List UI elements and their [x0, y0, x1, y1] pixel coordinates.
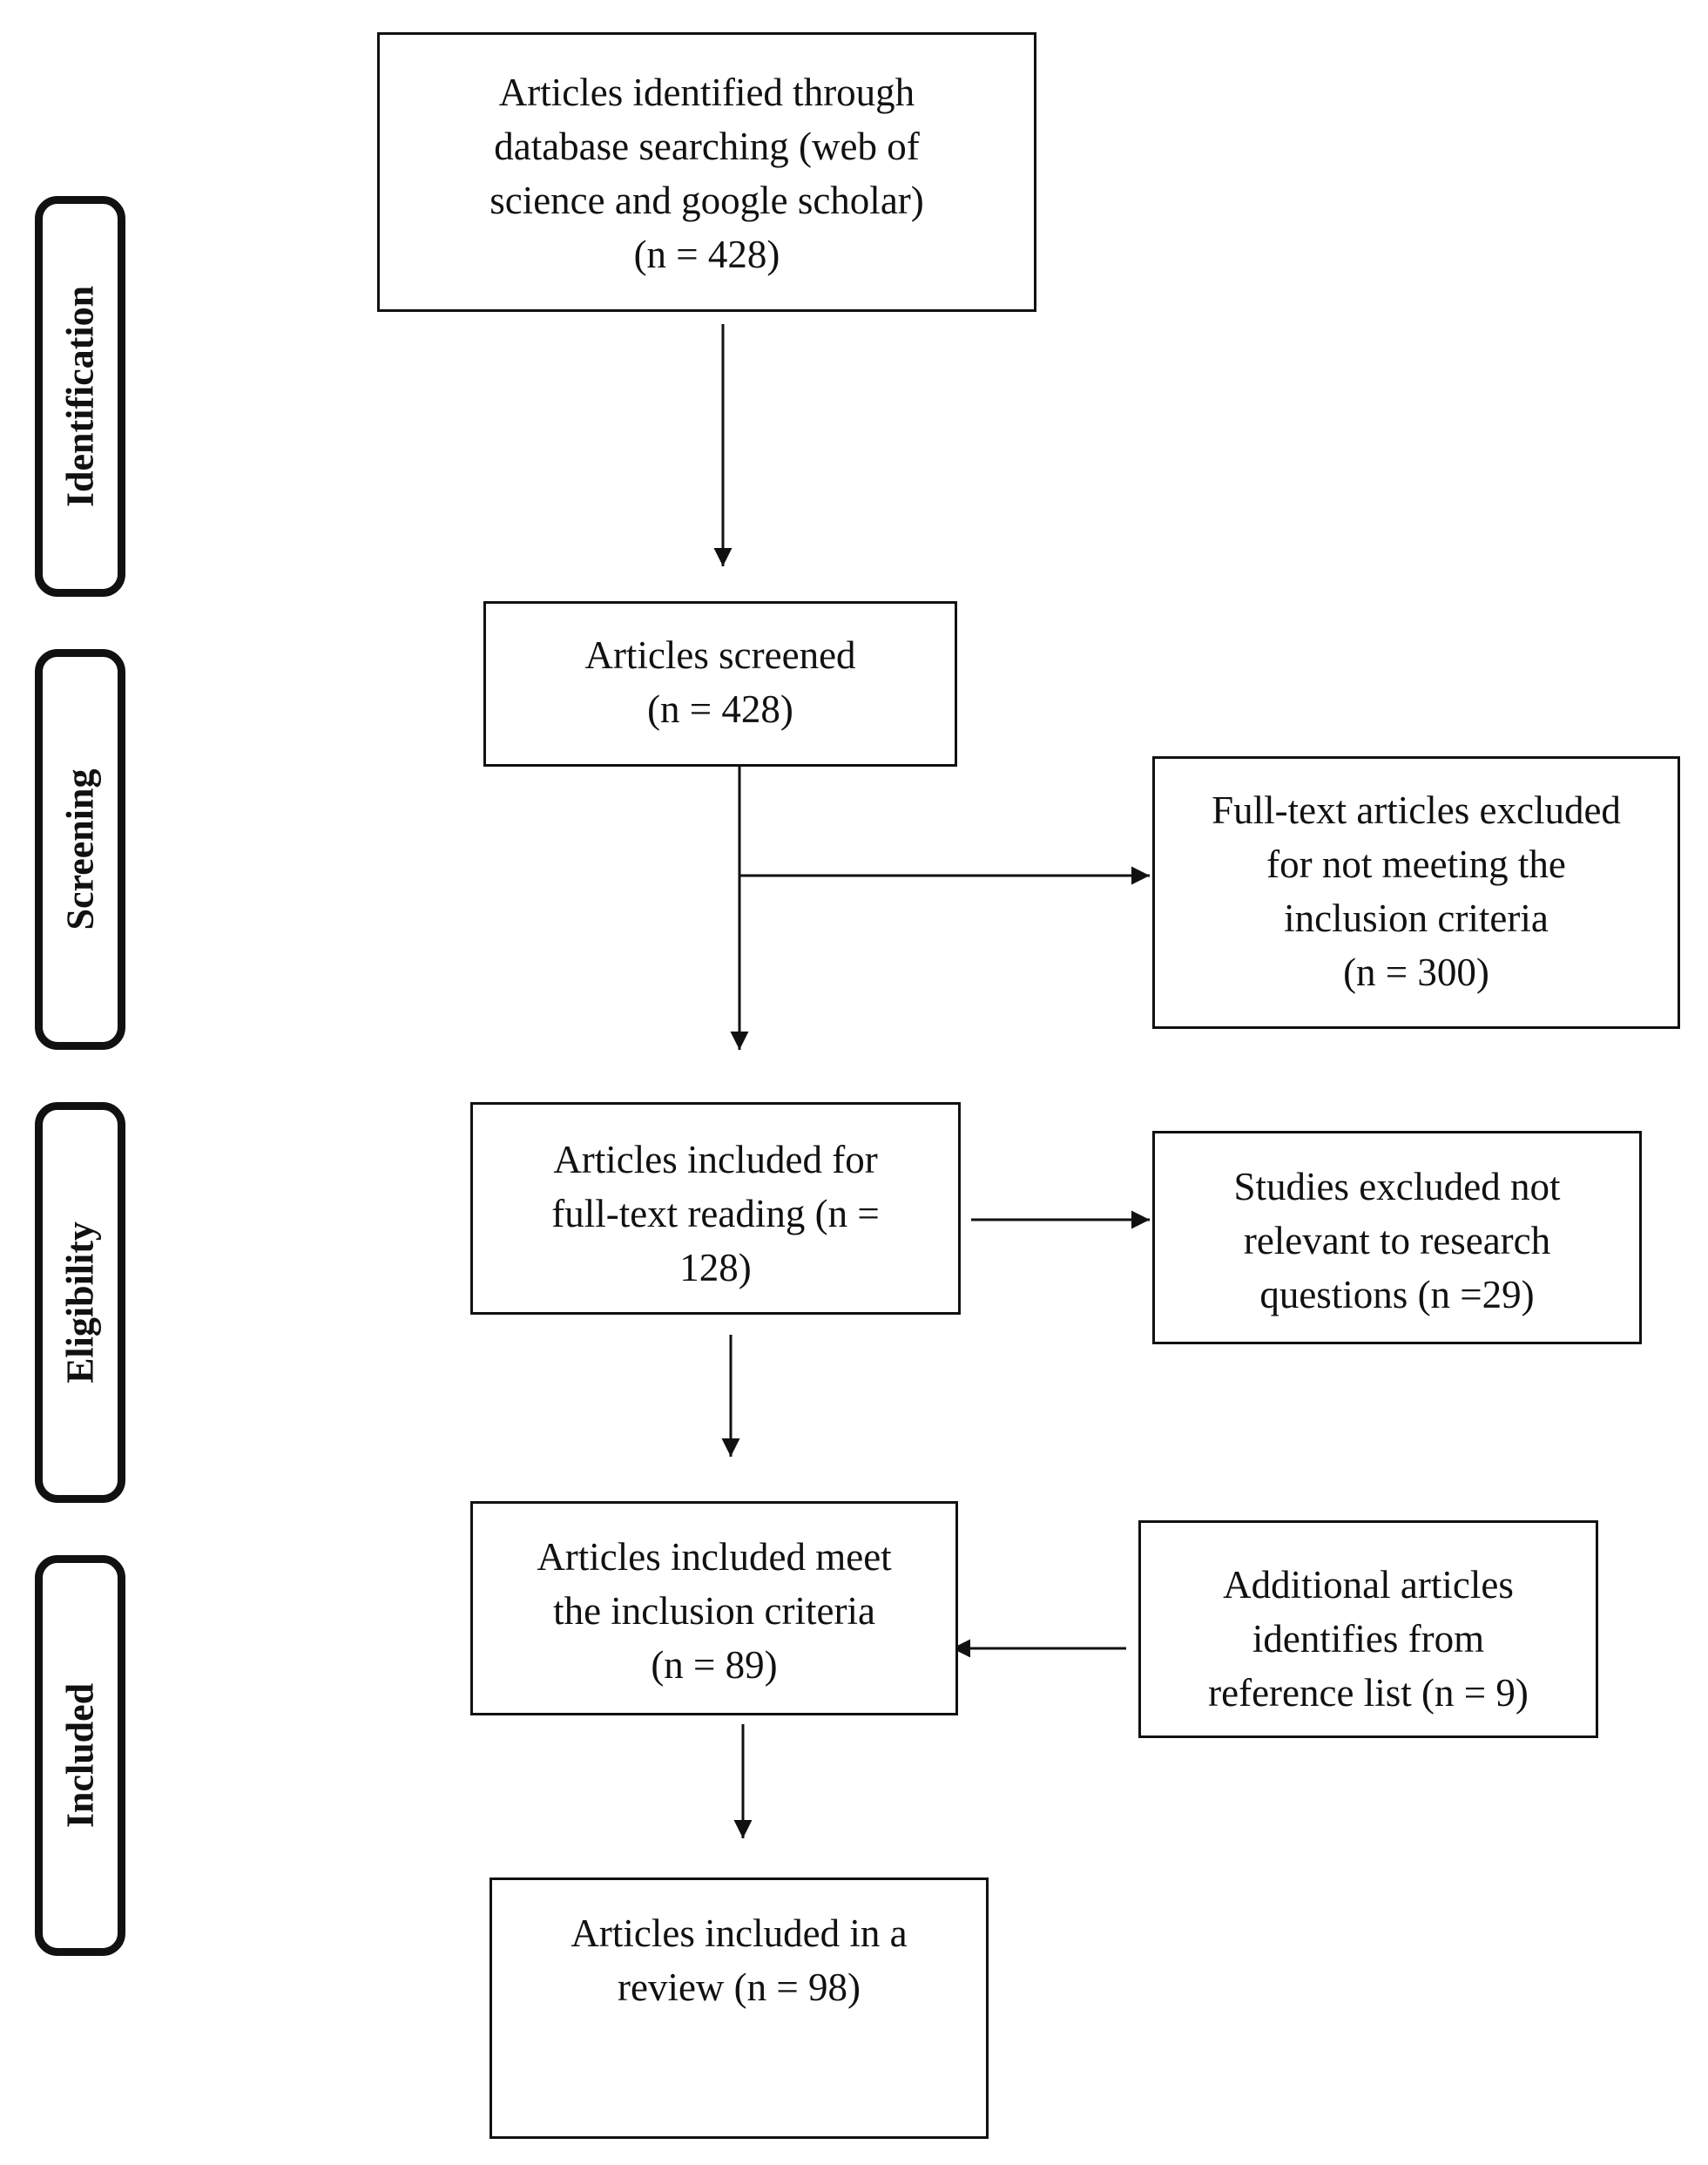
box-excluded-not-relevant: Studies excluded not relevant to researc…: [1152, 1131, 1642, 1344]
stage-included: Included: [35, 1555, 125, 1956]
box-identified-line-4: (n = 428): [633, 233, 780, 276]
box-identified-line-3: science and google scholar): [489, 179, 924, 222]
box-excluded-fulltext-line-4: (n = 300): [1343, 951, 1489, 994]
box-excluded-fulltext-line-2: for not meeting the: [1266, 842, 1566, 886]
box-review-line-2: review (n = 98): [617, 1965, 861, 2009]
box-fulltext-reading: Articles included for full-text reading …: [470, 1102, 961, 1315]
box-screened: Articles screened (n = 428): [483, 601, 957, 767]
box-identified-line-1: Articles identified through: [498, 71, 915, 114]
box-screened-line-2: (n = 428): [647, 687, 793, 731]
box-fulltext-reading-line-3: 128): [679, 1246, 752, 1289]
box-excluded-not-relevant-line-2: relevant to research: [1243, 1219, 1551, 1262]
box-screened-line-1: Articles screened: [584, 633, 856, 677]
box-meet-criteria-line-3: (n = 89): [651, 1643, 778, 1687]
stage-eligibility: Eligibility: [35, 1102, 125, 1503]
box-meet-criteria-line-1: Articles included meet: [537, 1535, 892, 1579]
box-excluded-fulltext-line-1: Full-text articles excluded: [1212, 788, 1621, 832]
box-excluded-fulltext: Full-text articles excluded for not meet…: [1152, 756, 1680, 1029]
box-meet-criteria-line-2: the inclusion criteria: [553, 1589, 875, 1633]
box-identified: Articles identified through database sea…: [377, 32, 1036, 312]
stage-screening: Screening: [35, 649, 125, 1050]
box-excluded-fulltext-line-3: inclusion criteria: [1284, 896, 1549, 940]
box-review: Articles included in a review (n = 98): [489, 1877, 989, 2139]
box-fulltext-reading-line-1: Articles included for: [553, 1138, 878, 1181]
box-additional-line-2: identifies from: [1252, 1617, 1485, 1661]
box-fulltext-reading-line-2: full-text reading (n =: [551, 1192, 880, 1235]
box-excluded-not-relevant-line-3: questions (n =29): [1259, 1273, 1535, 1316]
stage-identification: Identification: [35, 196, 125, 597]
box-meet-criteria: Articles included meet the inclusion cri…: [470, 1501, 958, 1715]
box-additional-line-1: Additional articles: [1223, 1563, 1514, 1607]
box-identified-line-2: database searching (web of: [494, 125, 920, 168]
box-review-line-1: Articles included in a: [570, 1911, 908, 1955]
box-excluded-not-relevant-line-1: Studies excluded not: [1233, 1165, 1561, 1208]
box-additional: Additional articles identifies from refe…: [1138, 1520, 1598, 1738]
box-additional-line-3: reference list (n = 9): [1208, 1671, 1529, 1715]
